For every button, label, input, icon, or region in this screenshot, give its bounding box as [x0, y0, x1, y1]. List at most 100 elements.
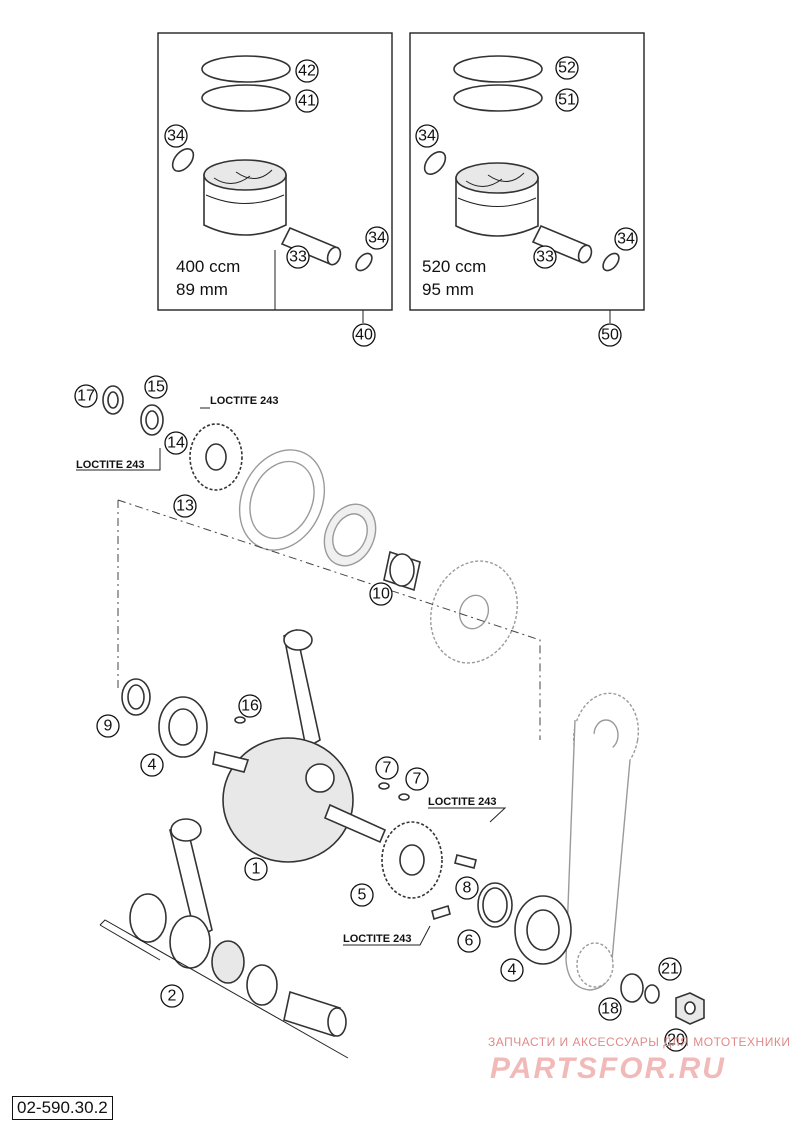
- part-18-circlip: [620, 973, 644, 1003]
- piston-kit-520: [409, 32, 645, 323]
- part-8-bolt: [431, 904, 451, 921]
- svg-text:52: 52: [558, 60, 576, 77]
- loctite-label: LOCTITE 243: [210, 395, 278, 407]
- callout-50: 50: [598, 323, 622, 347]
- part-8-bolt: [454, 854, 477, 869]
- callout-51: 51: [555, 88, 579, 112]
- svg-text:9: 9: [104, 718, 113, 735]
- callout-34: 34: [415, 124, 439, 148]
- callout-33: 33: [286, 245, 310, 269]
- callout-52: 52: [555, 56, 579, 80]
- callout-40: 40: [352, 323, 376, 347]
- svg-text:2: 2: [168, 988, 177, 1005]
- svg-text:34: 34: [418, 128, 436, 145]
- svg-text:34: 34: [368, 230, 386, 247]
- part-4-bearing-right: [514, 895, 572, 965]
- piston: [203, 159, 287, 236]
- callout-2: 2: [160, 984, 184, 1008]
- piston-kit-400: [157, 32, 393, 323]
- callout-7: 7: [405, 767, 429, 791]
- callout-15: 15: [144, 375, 168, 399]
- piston-pin: [280, 226, 342, 266]
- part-16-key: [234, 716, 246, 724]
- assembly-dash-line: [117, 499, 541, 740]
- callout-1: 1: [244, 857, 268, 881]
- circlip: [171, 147, 195, 173]
- callout-18: 18: [598, 997, 622, 1021]
- bore-volume-400: 400 ccm: [176, 257, 240, 276]
- callout-33: 33: [533, 245, 557, 269]
- svg-text:21: 21: [661, 961, 679, 978]
- svg-text:41: 41: [298, 93, 316, 110]
- piston-ring-upper: [453, 55, 543, 83]
- svg-text:33: 33: [289, 249, 307, 266]
- loctite-label: LOCTITE 243: [343, 933, 411, 945]
- bore-diameter-400: 89 mm: [176, 280, 228, 299]
- piston-pin: [531, 224, 593, 264]
- svg-text:13: 13: [176, 498, 194, 515]
- part-21-washer: [644, 984, 660, 1004]
- timing-chain-ghost: [565, 692, 640, 991]
- svg-text:15: 15: [147, 379, 165, 396]
- kit-frame-520: [409, 32, 645, 311]
- svg-text:40: 40: [355, 327, 373, 344]
- svg-text:42: 42: [298, 63, 316, 80]
- svg-text:50: 50: [601, 327, 619, 344]
- callout-21: 21: [658, 957, 682, 981]
- piston-ring-upper: [201, 55, 291, 83]
- svg-text:1: 1: [252, 861, 261, 878]
- part-7-keys: [378, 782, 410, 801]
- callout-5: 5: [350, 883, 374, 907]
- callout-9: 9: [96, 714, 120, 738]
- starter-gear-ghost: [430, 560, 518, 664]
- piston-ring-lower: [201, 84, 291, 112]
- bore-diameter-520: 95 mm: [422, 280, 474, 299]
- svg-text:18: 18: [601, 1001, 619, 1018]
- circlip: [602, 252, 620, 272]
- svg-text:10: 10: [372, 586, 390, 603]
- callout-34: 34: [365, 226, 389, 250]
- part-15-bearing: [140, 404, 164, 436]
- callout-7: 7: [375, 756, 399, 780]
- loctite-label: LOCTITE 243: [76, 459, 144, 471]
- watermark-logo: PARTSFOR.RU: [490, 1052, 726, 1085]
- svg-text:33: 33: [536, 249, 554, 266]
- part-17-seal: [102, 385, 124, 415]
- freewheel-ghost: [323, 503, 377, 567]
- piston-ring-lower: [453, 84, 543, 112]
- flywheel-ghost: [238, 449, 326, 551]
- callout-13: 13: [173, 494, 197, 518]
- callout-17: 17: [74, 384, 98, 408]
- svg-text:4: 4: [148, 757, 157, 774]
- svg-text:7: 7: [413, 771, 422, 788]
- svg-text:5: 5: [358, 887, 367, 904]
- circlip: [423, 150, 447, 176]
- callout-41: 41: [295, 89, 319, 113]
- part-20-nut: [675, 992, 705, 1025]
- loctite-leaders: [76, 407, 507, 946]
- svg-text:20: 20: [667, 1032, 685, 1049]
- svg-text:6: 6: [465, 933, 474, 950]
- callout-34: 34: [164, 124, 188, 148]
- callout-4: 4: [140, 753, 164, 777]
- svg-text:17: 17: [77, 388, 95, 405]
- callout-10: 10: [369, 582, 393, 606]
- callout-34: 34: [614, 227, 638, 251]
- part-4-bearing-left: [158, 696, 208, 758]
- svg-text:34: 34: [167, 128, 185, 145]
- watermark-tagline: ЗАПЧАСТИ И АКСЕССУАРЫ ДЛЯ МОТОТЕХНИКИ: [488, 1035, 790, 1049]
- callout-20: 20: [664, 1028, 688, 1052]
- part-2-conrod-kit: [129, 818, 347, 1038]
- callout-16: 16: [238, 694, 262, 718]
- piston: [455, 162, 539, 237]
- kit-2-bracket: [99, 919, 349, 1059]
- part-6-washer: [477, 882, 513, 928]
- part-13-gear: [189, 423, 243, 491]
- loctite-label: LOCTITE 243: [428, 796, 496, 808]
- bore-volume-520: 520 ccm: [422, 257, 486, 276]
- callout-6: 6: [457, 929, 481, 953]
- part-1-crankshaft: [212, 628, 387, 863]
- drawing-number: 02-590.30.2: [12, 1096, 113, 1120]
- part-10-needle-bearing: [383, 550, 421, 592]
- callout-8: 8: [455, 876, 479, 900]
